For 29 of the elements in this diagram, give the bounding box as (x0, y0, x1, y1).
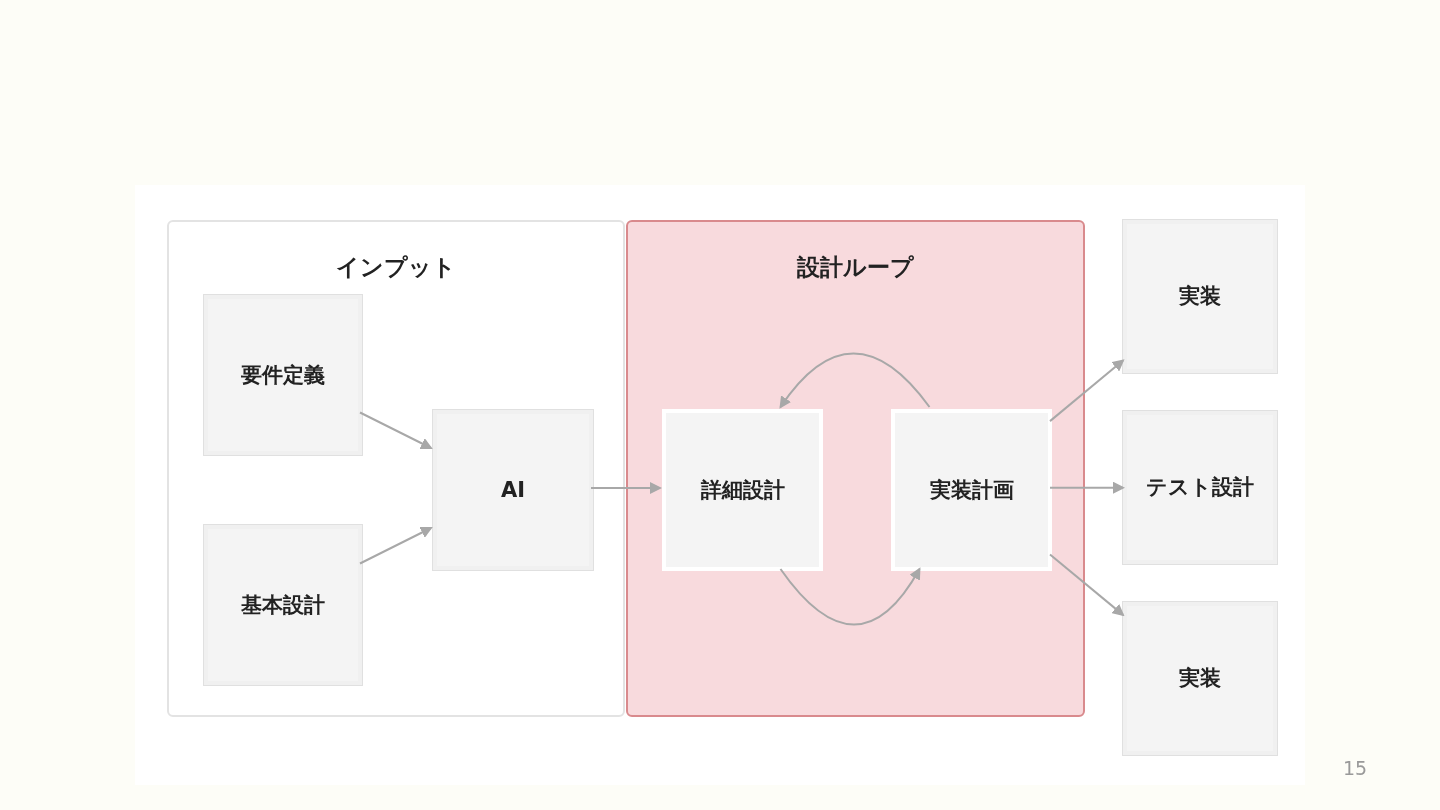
box-label: AI (500, 476, 526, 504)
process-box (433, 410, 593, 570)
box-label: 詳細設計 (700, 476, 785, 504)
arrow (590, 482, 662, 494)
group-panel (626, 220, 1085, 717)
process-box (1123, 411, 1277, 564)
box-label: 実装 (1179, 283, 1221, 310)
group-title: インプット (336, 253, 456, 282)
process-box (662, 409, 823, 571)
process-box (1123, 602, 1277, 755)
arrow (779, 567, 921, 626)
arrow (1049, 481, 1125, 494)
arrow (779, 352, 931, 409)
box-label: テスト設計 (1146, 474, 1254, 501)
arrow (359, 411, 433, 449)
box-label: 要件定義 (241, 361, 325, 389)
group-title: 設計ループ (797, 253, 914, 282)
process-box (891, 409, 1052, 571)
box-label: 実装計画 (929, 476, 1014, 504)
arrow (1049, 359, 1125, 423)
page-number: 15 (1343, 756, 1368, 781)
process-box (204, 295, 362, 455)
arrow (1049, 553, 1125, 617)
arrow (359, 527, 433, 565)
group-panel (167, 220, 625, 717)
process-box (1123, 220, 1277, 373)
box-label: 基本設計 (241, 591, 325, 619)
box-label: 実装 (1179, 665, 1221, 692)
process-box (204, 525, 362, 685)
